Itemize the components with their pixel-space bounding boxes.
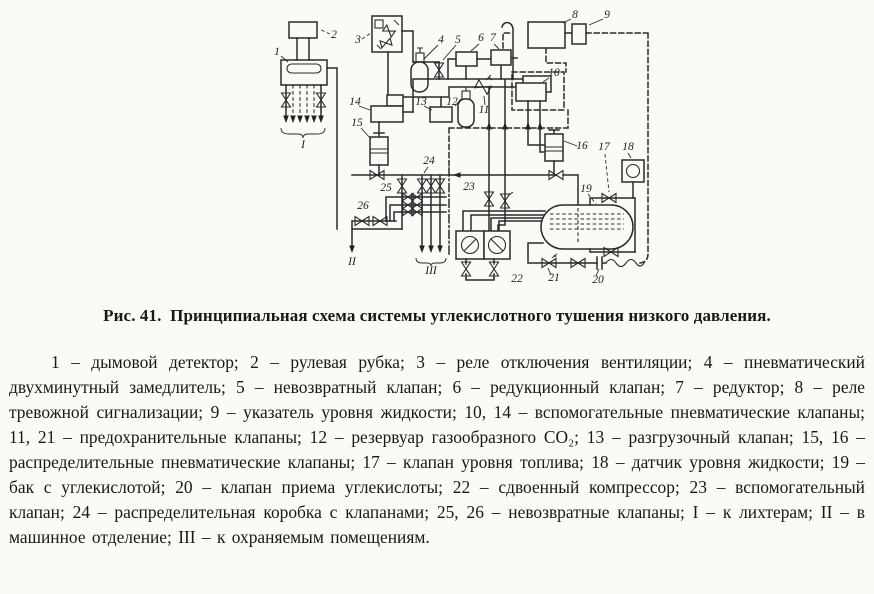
brace bbox=[415, 257, 447, 267]
svg-text:13: 13 bbox=[415, 96, 427, 108]
svg-text:12: 12 bbox=[446, 96, 458, 108]
co2-tank-19 bbox=[540, 193, 634, 250]
svg-text:III: III bbox=[424, 265, 438, 277]
svg-text:II: II bbox=[347, 256, 357, 268]
brace bbox=[280, 127, 326, 139]
svg-text:1: 1 bbox=[274, 46, 280, 58]
svg-text:2: 2 bbox=[331, 29, 337, 41]
check-valves-26 bbox=[351, 215, 403, 230]
caption-prefix: Рис. 41. bbox=[103, 306, 162, 325]
fuel-level-valve-17 bbox=[589, 153, 636, 253]
svg-text:6: 6 bbox=[478, 32, 484, 44]
liquid-level-sensor-18 bbox=[621, 152, 645, 199]
svg-text:5: 5 bbox=[455, 34, 461, 46]
control-lines bbox=[448, 32, 649, 264]
distribution-valve-16 bbox=[544, 129, 578, 181]
unloading-valve-13 bbox=[423, 96, 453, 123]
svg-text:26: 26 bbox=[357, 200, 369, 212]
valve-distribution-box-24 bbox=[385, 166, 447, 251]
pipework bbox=[387, 30, 414, 96]
svg-text:15: 15 bbox=[351, 117, 363, 129]
svg-text:16: 16 bbox=[576, 140, 588, 152]
aux-pneumatic-valve-10 bbox=[515, 75, 552, 153]
distribution-valve-15 bbox=[360, 121, 389, 176]
tank-drain-pipe bbox=[589, 248, 636, 253]
svg-text:10: 10 bbox=[548, 67, 560, 79]
svg-text:19: 19 bbox=[580, 183, 592, 195]
svg-text:11: 11 bbox=[479, 104, 490, 116]
aux-pneumatic-valve-14 bbox=[358, 94, 414, 123]
svg-text:25: 25 bbox=[380, 182, 392, 194]
svg-text:7: 7 bbox=[490, 32, 497, 44]
co2-intake-valve-20 bbox=[570, 256, 646, 277]
twin-compressor-22 bbox=[455, 210, 546, 281]
legend-text: 1 – дымовой детектор; 2 – рулевая рубка;… bbox=[9, 352, 865, 547]
aux-valve-23 bbox=[483, 127, 514, 232]
svg-text:24: 24 bbox=[423, 155, 435, 167]
co2-gas-reservoir bbox=[454, 86, 475, 128]
wheelhouse-box bbox=[288, 21, 331, 61]
svg-text:22: 22 bbox=[511, 273, 523, 285]
svg-text:20: 20 bbox=[592, 274, 604, 286]
svg-text:18: 18 bbox=[622, 141, 634, 153]
caption-title: Принципиальная схема системы углекислотн… bbox=[170, 306, 771, 325]
machine-room-outlet bbox=[349, 228, 355, 253]
figure-caption: Рис. 41. Принципиальная схема системы уг… bbox=[0, 306, 874, 326]
alarm-relay-box bbox=[527, 18, 572, 49]
schematic-diagram: 1234567891011121314151617181920212223242… bbox=[274, 9, 649, 286]
svg-text:9: 9 bbox=[604, 9, 610, 21]
safety-valve-11 bbox=[474, 74, 493, 106]
vent-pipe bbox=[501, 21, 514, 80]
pipe-from-detector bbox=[326, 67, 338, 230]
smoke-detector-box bbox=[280, 55, 328, 86]
svg-text:8: 8 bbox=[572, 9, 578, 21]
protected-spaces-outlets bbox=[415, 245, 447, 267]
reducer-box bbox=[476, 43, 518, 80]
lighter-outlets bbox=[280, 84, 327, 139]
svg-text:21: 21 bbox=[548, 272, 560, 284]
svg-text:I: I bbox=[300, 139, 306, 151]
svg-text:4: 4 bbox=[438, 34, 444, 46]
delay-vessel bbox=[410, 44, 457, 93]
svg-text:3: 3 bbox=[354, 34, 361, 46]
vent-shutoff-relay bbox=[361, 15, 403, 53]
level-indicator-box bbox=[564, 18, 604, 45]
check-valve-5 bbox=[433, 61, 445, 80]
svg-text:17: 17 bbox=[598, 141, 611, 153]
svg-text:14: 14 bbox=[349, 96, 361, 108]
svg-text:23: 23 bbox=[463, 181, 475, 193]
